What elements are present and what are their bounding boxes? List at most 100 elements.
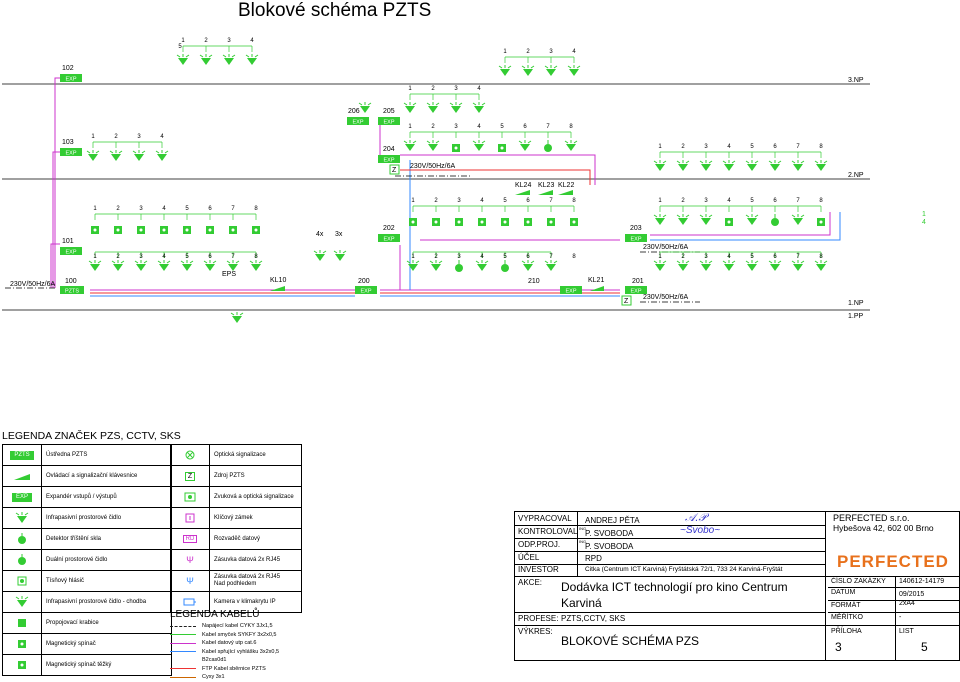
r3np-num-1: 2 — [526, 49, 530, 55]
floor-1pp: 1.PP — [848, 313, 864, 320]
pir-detector-icon — [109, 149, 123, 162]
pir-detector-icon — [403, 139, 417, 152]
pir-detector-icon — [111, 259, 125, 272]
r2np-num-1: 2 — [681, 144, 685, 150]
cable-label: Kabel datový utp cat.6 — [202, 640, 257, 647]
num-bottom-2-7: 8 — [819, 254, 823, 260]
num-bottom-2-2: 3 — [704, 254, 708, 260]
exp-204: EXP — [378, 155, 400, 164]
pir-detector-icon — [544, 64, 558, 77]
legend-label-line: Kamera v klimakrytu IP — [214, 599, 276, 605]
tb-investor-value: Citka (Centrum ICT Karviná) Fryštátská 7… — [585, 566, 783, 573]
legend-label: Infrapasivní prostorové čidlo — [46, 515, 122, 521]
pir-detector-icon — [498, 64, 512, 77]
pir-detector-icon — [791, 259, 805, 272]
magnetic-switch-icon — [409, 218, 417, 226]
exp-label: EXP — [65, 77, 76, 83]
num-bottom-0-5: 6 — [208, 254, 212, 260]
num-bottom-0-7: 8 — [254, 254, 258, 260]
exp-210: EXP — [560, 286, 582, 295]
pzts-icon: PZTS — [3, 445, 42, 465]
keypad-icon-kl21 — [590, 286, 604, 291]
r101a-num-2: 3 — [139, 206, 143, 212]
num-bottom-0-0: 1 — [93, 254, 97, 260]
tb-vykres-value: BLOKOVÉ SCHÉMA PZS — [561, 634, 700, 648]
cable-row: Napájecí kabel CYKY 3Jx1,5 — [170, 622, 300, 631]
pir-detector-icon — [313, 249, 327, 262]
cable-label: FTP Kabel sběrnice PZTS — [202, 665, 266, 672]
exp-label: EXP — [565, 289, 576, 295]
tb-meritko-value: - — [899, 614, 902, 621]
magnetic-switch-icon — [455, 218, 463, 226]
r101a-num-0: 1 — [93, 206, 97, 212]
power-label-201: 230V/50Hz/6A — [643, 294, 688, 301]
r206-num-3: 4 — [477, 86, 481, 92]
tb-ing-2: ING. — [579, 539, 588, 544]
tb-datum: DATUM — [831, 589, 856, 596]
pir-detector-icon — [358, 101, 372, 114]
tb-list-value: 5 — [921, 640, 928, 654]
node-kl23: KL23 — [538, 182, 554, 189]
num-bottom-2-1: 2 — [681, 254, 685, 260]
pir-detector-icon — [676, 213, 690, 226]
r203-num-4: 5 — [750, 198, 754, 204]
num-bottom-1-4: 5 — [503, 254, 507, 260]
cable-line-icon — [170, 651, 196, 653]
socket2-icon: Ψ — [171, 571, 210, 591]
magnetic-switch-icon — [91, 226, 99, 234]
r2np-num-4: 5 — [750, 144, 754, 150]
legend-label-line: Zvuková a optická signalizace — [214, 494, 294, 500]
r2np-num-2: 3 — [704, 144, 708, 150]
node-n210: 210 — [528, 278, 540, 285]
tb-ing-1: ING. — [579, 526, 588, 531]
r203-num-6: 7 — [796, 198, 800, 204]
r103-num-2: 3 — [137, 134, 141, 140]
pir-detector-icon — [406, 259, 420, 272]
label-3x: 3x — [335, 231, 343, 238]
cable-label: Kabel smyček SYKFY 3x2x0,5 — [202, 631, 277, 638]
pir-detector-icon — [745, 159, 759, 172]
exp-label: EXP — [65, 250, 76, 256]
power-supply-icon: Z — [171, 466, 210, 486]
legend-row: Ovládací a signalizační klávesnice — [3, 466, 171, 487]
legend-row: Magnetický spínač těžký — [3, 655, 171, 676]
dual-icon — [3, 550, 42, 570]
tb-cislo-value: 140612-14179 — [899, 578, 945, 585]
node-kl22: KL22 — [558, 182, 574, 189]
cable-line-icon — [170, 676, 196, 678]
r206-num-2: 3 — [454, 86, 458, 92]
pir-detector-icon — [814, 259, 828, 272]
z-box-204: Z — [392, 167, 397, 174]
pir-detector-icon — [426, 101, 440, 114]
node-n101: 101 — [62, 238, 74, 245]
tb-address: Hybešova 42, 602 00 Brno — [833, 523, 934, 533]
signature-1: 𝒜.𝒫 — [685, 512, 707, 524]
r204-num-2: 3 — [454, 124, 458, 130]
tb-format-value: 2xA4 — [899, 600, 915, 607]
exp-label: EXP — [65, 151, 76, 157]
pir-detector-icon — [222, 53, 236, 66]
mag2-icon — [3, 655, 42, 675]
r203-num-2: 3 — [704, 198, 708, 204]
keypad-icon-kl23 — [538, 190, 553, 195]
num-bottom-1-7: 8 — [572, 254, 576, 260]
tb-ucel-value: RPD — [585, 554, 602, 563]
dual-detector-icon — [500, 259, 510, 273]
r101a-num-6: 7 — [231, 206, 235, 212]
r102-num-3: 4 — [250, 38, 254, 44]
rd-label: RD — [182, 535, 198, 543]
legend-label: Expandér vstupů / výstupů — [46, 494, 117, 500]
legend-label-line: Zdroj PZTS — [214, 473, 245, 479]
r3np-num-0: 1 — [503, 49, 507, 55]
pir-detector-icon — [226, 259, 240, 272]
r2np-num-5: 6 — [773, 144, 777, 150]
floor-1np: 1.NP — [848, 300, 864, 307]
magnetic-switch-icon — [160, 226, 168, 234]
pzts-label: PZTS — [10, 450, 34, 460]
